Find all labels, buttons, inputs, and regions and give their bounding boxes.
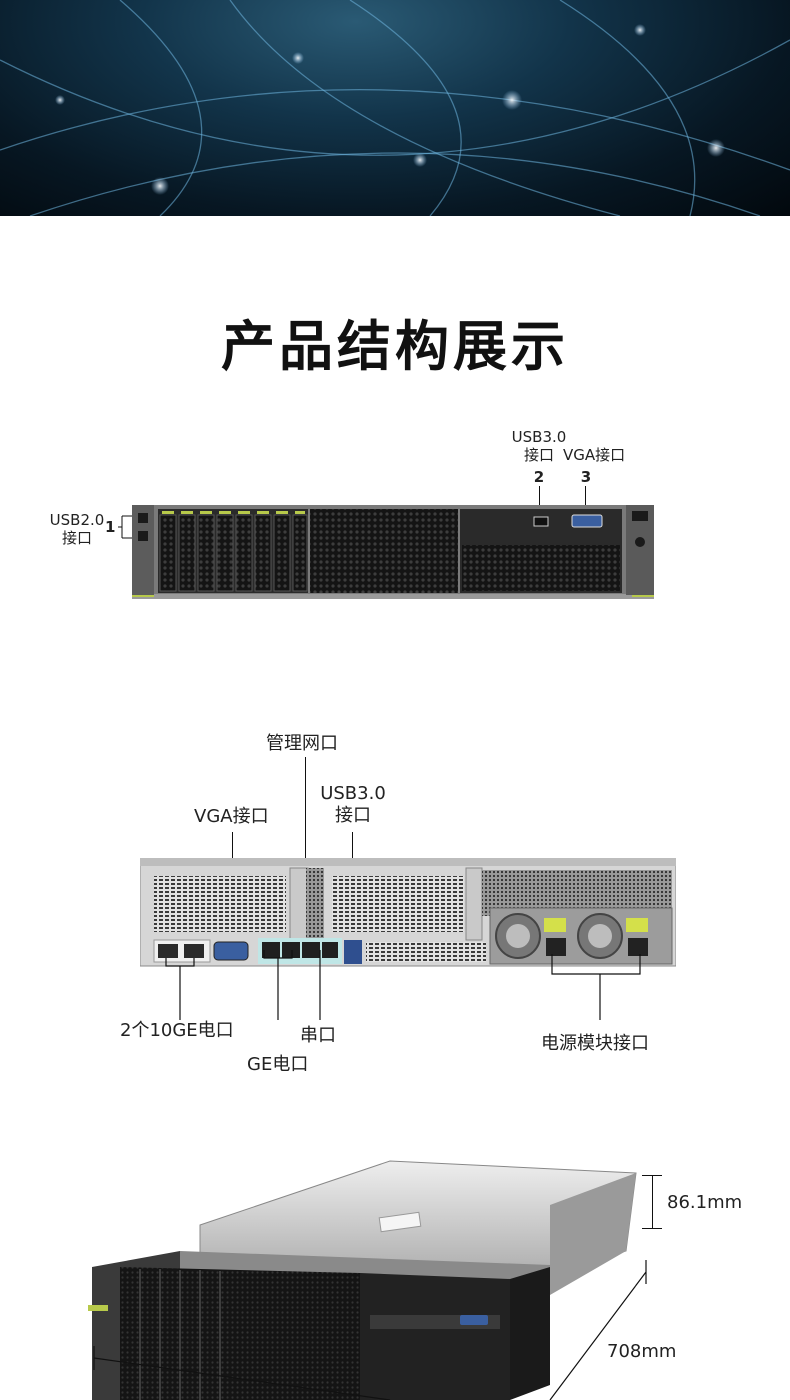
server-rear-view: [140, 858, 676, 967]
rear-usb3-label-line2: 接口: [335, 805, 371, 826]
callout-bracket-1: [118, 515, 132, 539]
front-usb3-label: USB3.0 接口: [505, 428, 573, 464]
front-vga-label: VGA接口: [563, 446, 626, 464]
front-usb2-label-line2: 接口: [61, 529, 92, 547]
rear-psu-label: 电源模块接口: [541, 1033, 649, 1054]
front-usb3-label-line1: USB3.0: [511, 428, 567, 446]
callout-number-3: 3: [580, 468, 592, 486]
rear-10ge-label: 2个10GE电口: [120, 1020, 234, 1041]
rear-usb3-label: USB3.0 接口: [315, 783, 391, 827]
callout-line-mgmt: [305, 757, 306, 942]
callout-line-3: [585, 486, 586, 516]
front-usb2-label: USB2.0 接口: [46, 511, 108, 547]
front-usb3-label-line2: 接口: [523, 446, 554, 464]
front-usb2-label-line1: USB2.0: [49, 511, 105, 529]
hero-banner: [0, 0, 790, 216]
callout-number-1: 1: [105, 518, 116, 536]
dim-height-label: 86.1mm: [667, 1192, 743, 1213]
rear-ge-label: GE电口: [247, 1054, 309, 1075]
rear-mgmt-port-label: 管理网口: [266, 733, 338, 754]
callout-number-2: 2: [533, 468, 545, 486]
rear-usb3-label-line1: USB3.0: [320, 783, 386, 804]
dim-height-line: [652, 1175, 653, 1229]
rear-vga-label: VGA接口: [194, 806, 269, 827]
callout-line-2: [539, 486, 540, 516]
dim-depth-label: 708mm: [607, 1341, 677, 1362]
dim-depth-lines: [93, 1260, 647, 1400]
server-3d-view: [88, 1160, 637, 1400]
globe-network-graphic: [0, 0, 790, 216]
section-title: 产品结构展示: [221, 315, 569, 378]
rear-callout-brackets: [165, 950, 641, 1020]
rear-serial-label: 串口: [300, 1025, 336, 1046]
server-front-view: [132, 505, 654, 599]
